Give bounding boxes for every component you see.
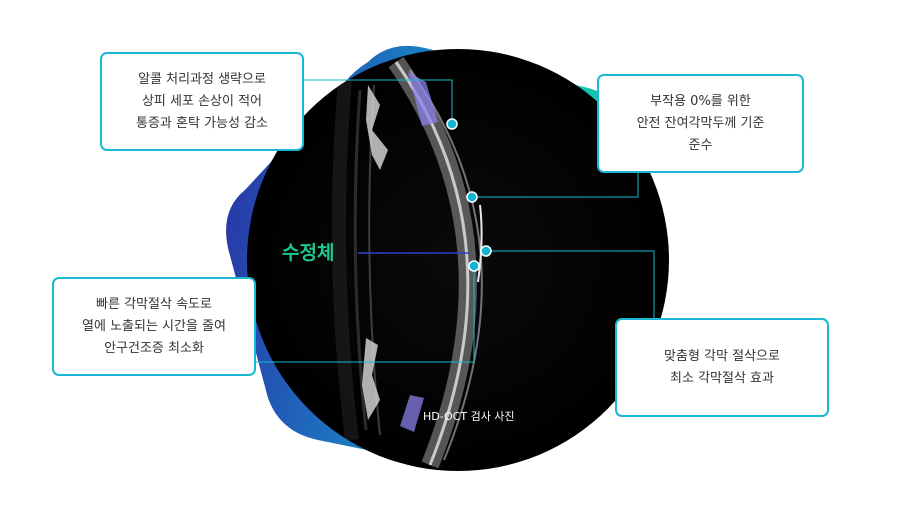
lens-label: 수정체	[282, 242, 335, 264]
callout-bottom-right: 맞춤형 각막 절삭으로 최소 각막절삭 효과	[615, 318, 829, 417]
photo-caption: HD-OCT 검사 사진	[423, 410, 515, 423]
callout-line: 준수	[688, 137, 713, 153]
callout-top-right: 부작용 0%를 위한 안전 잔여각막두께 기준 준수	[597, 74, 804, 173]
callout-line: 안전 잔여각막두께 기준	[636, 115, 765, 131]
callout-line: 맞춤형 각막 절삭으로	[664, 348, 780, 364]
callout-line: 알콜 처리과정 생략으로	[138, 71, 266, 87]
oct-scan-circle	[247, 49, 669, 471]
marker-dots	[446, 118, 492, 272]
callout-line: 상피 세포 손상이 적어	[141, 93, 263, 109]
callout-line: 최소 각막절삭 효과	[670, 370, 774, 386]
callout-bottom-left: 빠른 각막절삭 속도로 열에 노출되는 시간을 줄여 안구건조증 최소화	[52, 277, 256, 376]
callout-line: 통증과 혼탁 가능성 감소	[136, 115, 268, 131]
connector-lines	[256, 79, 655, 363]
callout-line: 부작용 0%를 위한	[650, 93, 751, 109]
callout-line: 안구건조증 최소화	[104, 340, 204, 356]
callout-line: 열에 노출되는 시간을 줄여	[82, 318, 226, 334]
callout-line: 빠른 각막절삭 속도로	[96, 296, 212, 312]
callout-top-left: 알콜 처리과정 생략으로 상피 세포 손상이 적어 통증과 혼탁 가능성 감소	[100, 52, 304, 151]
